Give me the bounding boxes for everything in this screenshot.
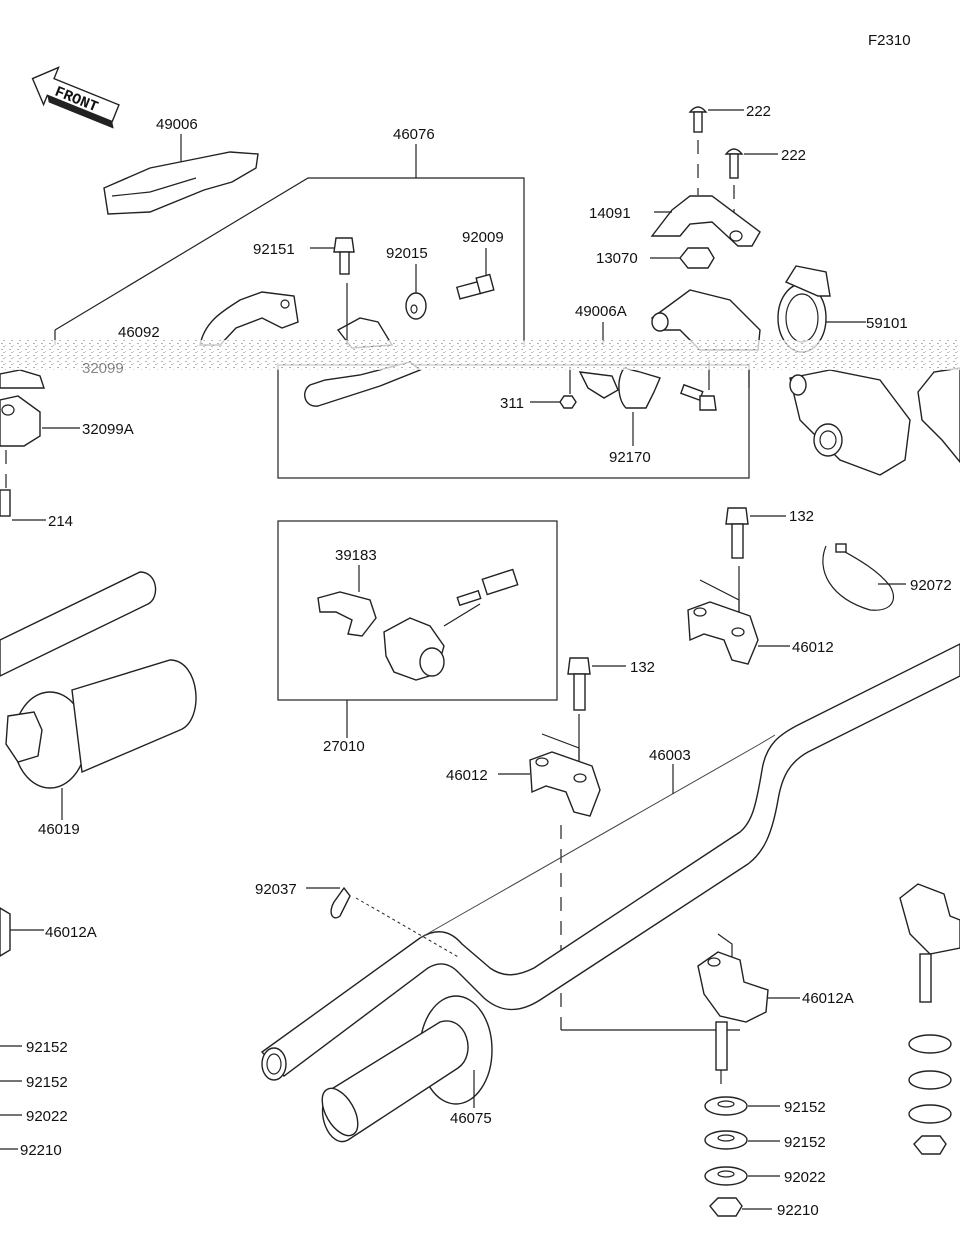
label-132: 132: [630, 659, 655, 676]
callout-labels: 49006 46076 92151 92015 92009 222 222 14…: [20, 103, 952, 1219]
part-14091-cover: [650, 195, 761, 247]
label-92152: 92152: [784, 1134, 826, 1151]
label-46019: 46019: [38, 821, 80, 838]
label-46092: 46092: [118, 324, 160, 341]
part-46012A-lower-clamp-far-right: [899, 883, 960, 1155]
part-222-screws: [688, 106, 778, 230]
label-32099: 32099: [82, 360, 124, 377]
label-222: 222: [781, 147, 806, 164]
part-46012-upper-clamp-center: [498, 657, 740, 1031]
part-46012-upper-clamp-right: [687, 507, 790, 665]
label-46075: 46075: [450, 1110, 492, 1127]
part-13070: [650, 247, 715, 269]
label-92210: 92210: [777, 1202, 819, 1219]
group-27010-box: [277, 520, 558, 701]
part-92151-bolt: [310, 237, 355, 345]
label-92152: 92152: [784, 1099, 826, 1116]
label-92151: 92151: [253, 241, 295, 258]
label-214: 214: [48, 513, 73, 530]
label-311: 311: [500, 395, 524, 412]
part-right-bracket: [917, 367, 960, 464]
label-92022: 92022: [784, 1169, 826, 1186]
label-92037: 92037: [255, 881, 297, 898]
label-92170: 92170: [609, 449, 651, 466]
part-throttle-housing: [651, 289, 911, 476]
label-46012: 46012: [792, 639, 834, 656]
part-46003-handlebar: [260, 643, 960, 1081]
front-arrow-icon: FRONT: [31, 66, 120, 129]
label-59101: 59101: [866, 315, 908, 332]
label-46012: 46012: [446, 767, 488, 784]
scan-noise-band: [0, 340, 960, 370]
label-49006A: 49006A: [575, 303, 627, 320]
label-46076: 46076: [393, 126, 435, 143]
part-46012A-lower-clamp-right: [697, 933, 800, 1217]
label-49006: 49006: [156, 116, 198, 133]
label-92015: 92015: [386, 245, 428, 262]
part-46019-throttle-grip: [0, 571, 197, 820]
part-46075-grip: [321, 995, 493, 1143]
label-46003: 46003: [649, 747, 691, 764]
label-92152: 92152: [26, 1039, 68, 1056]
part-32099A-clamp: [0, 369, 80, 521]
label-13070: 13070: [596, 250, 638, 267]
label-222: 222: [746, 103, 771, 120]
label-92022: 92022: [26, 1108, 68, 1125]
label-14091: 14091: [589, 205, 631, 222]
diagram-code: F2310: [868, 32, 911, 49]
label-39183: 39183: [335, 547, 377, 564]
label-32099A: 32099A: [82, 421, 134, 438]
part-92170-clamp: [530, 322, 750, 446]
label-92072: 92072: [910, 577, 952, 594]
part-49006: [103, 134, 259, 215]
part-46012A-lower-clamp-left: [0, 907, 44, 1150]
part-92009-adjuster: [455, 248, 495, 300]
part-59101: [777, 265, 866, 353]
label-92009: 92009: [462, 229, 504, 246]
part-92072-band: [822, 543, 906, 611]
part-92015-nut: [405, 264, 427, 320]
label-46012A: 46012A: [802, 990, 854, 1007]
label-92210: 92210: [20, 1142, 62, 1159]
part-27010-switch: [317, 565, 519, 681]
part-92037-pin: [306, 886, 351, 919]
label-92152: 92152: [26, 1074, 68, 1091]
label-46012A: 46012A: [45, 924, 97, 941]
label-27010: 27010: [323, 738, 365, 755]
label-132: 132: [789, 508, 814, 525]
